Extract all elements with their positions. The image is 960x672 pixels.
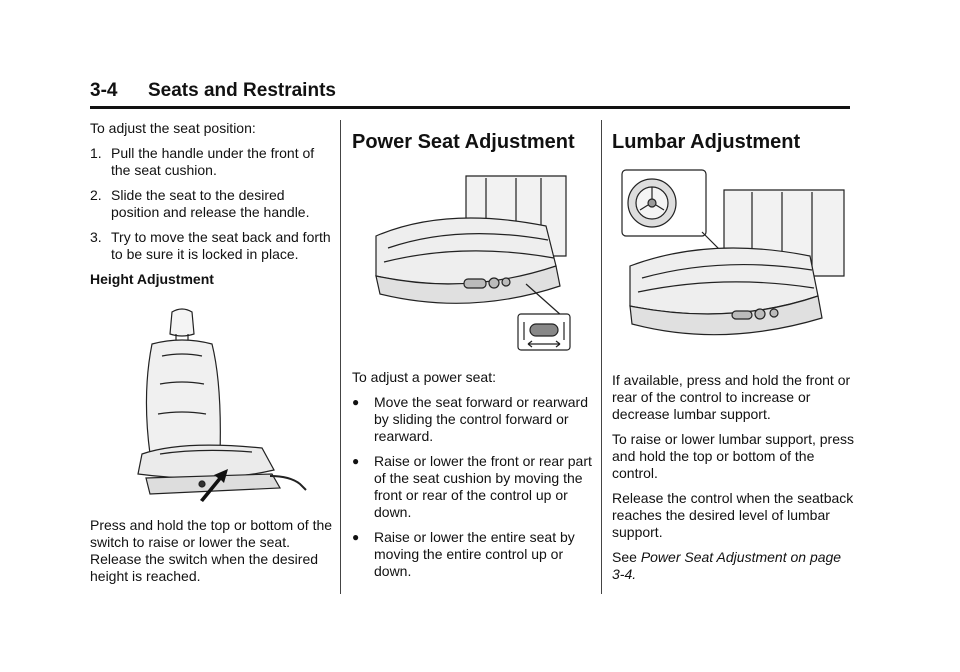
section-title: Seats and Restraints <box>148 80 336 101</box>
subheading: Height Adjustment <box>90 271 214 287</box>
see-prefix: See <box>612 549 641 565</box>
step-number: 3. <box>90 229 102 245</box>
step-number: 1. <box>90 145 102 161</box>
step-text: Pull the handle under the front of the s… <box>111 145 315 178</box>
list-item: ● Move the seat forward or rearward by s… <box>352 394 592 445</box>
lumbar-text: To raise or lower lumbar support, press … <box>612 431 854 481</box>
section-number: 3-4 <box>90 80 118 101</box>
column-2: Power Seat Adjustment To adjust a power … <box>352 120 592 588</box>
height-adjustment-text: Press and hold the top or bottom of the … <box>90 517 333 584</box>
step-text: Slide the seat to the desired position a… <box>111 187 310 220</box>
list-item: 1. Pull the handle under the front of th… <box>90 145 335 179</box>
bullet-icon: ● <box>352 454 360 468</box>
intro-text: To adjust a power seat: <box>352 369 496 385</box>
step-text: Try to move the seat back and forth to b… <box>111 229 331 262</box>
header-rule <box>90 106 850 109</box>
bullet-icon: ● <box>352 395 360 409</box>
bullet-text: Move the seat forward or rearward by sli… <box>374 394 588 444</box>
lumbar-illustration <box>621 169 845 336</box>
section-heading: Lumbar Adjustment <box>612 131 801 153</box>
bullet-text: Raise or lower the entire seat by moving… <box>374 529 575 579</box>
step-number: 2. <box>90 187 102 203</box>
column-3: Lumbar Adjustment If available, press an… <box>612 120 857 591</box>
list-item: 3. Try to move the seat back and forth t… <box>90 229 335 263</box>
intro-text: To adjust the seat position: <box>90 120 256 136</box>
power-seat-illustration <box>375 175 571 351</box>
column-1: To adjust the seat position: 1. Pull the… <box>90 120 335 593</box>
list-item: ● Raise or lower the entire seat by movi… <box>352 529 592 580</box>
column-divider <box>601 120 602 594</box>
column-divider <box>340 120 341 594</box>
list-item: ● Raise or lower the front or rear part … <box>352 453 592 521</box>
lumbar-text: If available, press and hold the front o… <box>612 372 851 422</box>
bullet-icon: ● <box>352 530 360 544</box>
see-reference-link[interactable]: Power Seat Adjustment on page 3-4. <box>612 549 842 582</box>
bullet-text: Raise or lower the front or rear part of… <box>374 453 592 520</box>
list-item: 2. Slide the seat to the desired positio… <box>90 187 335 221</box>
lumbar-text: Release the control when the seatback re… <box>612 490 854 540</box>
cross-reference: See Power Seat Adjustment on page 3-4. <box>612 549 857 583</box>
height-adjustment-illustration <box>137 308 307 502</box>
section-heading: Power Seat Adjustment <box>352 131 575 153</box>
